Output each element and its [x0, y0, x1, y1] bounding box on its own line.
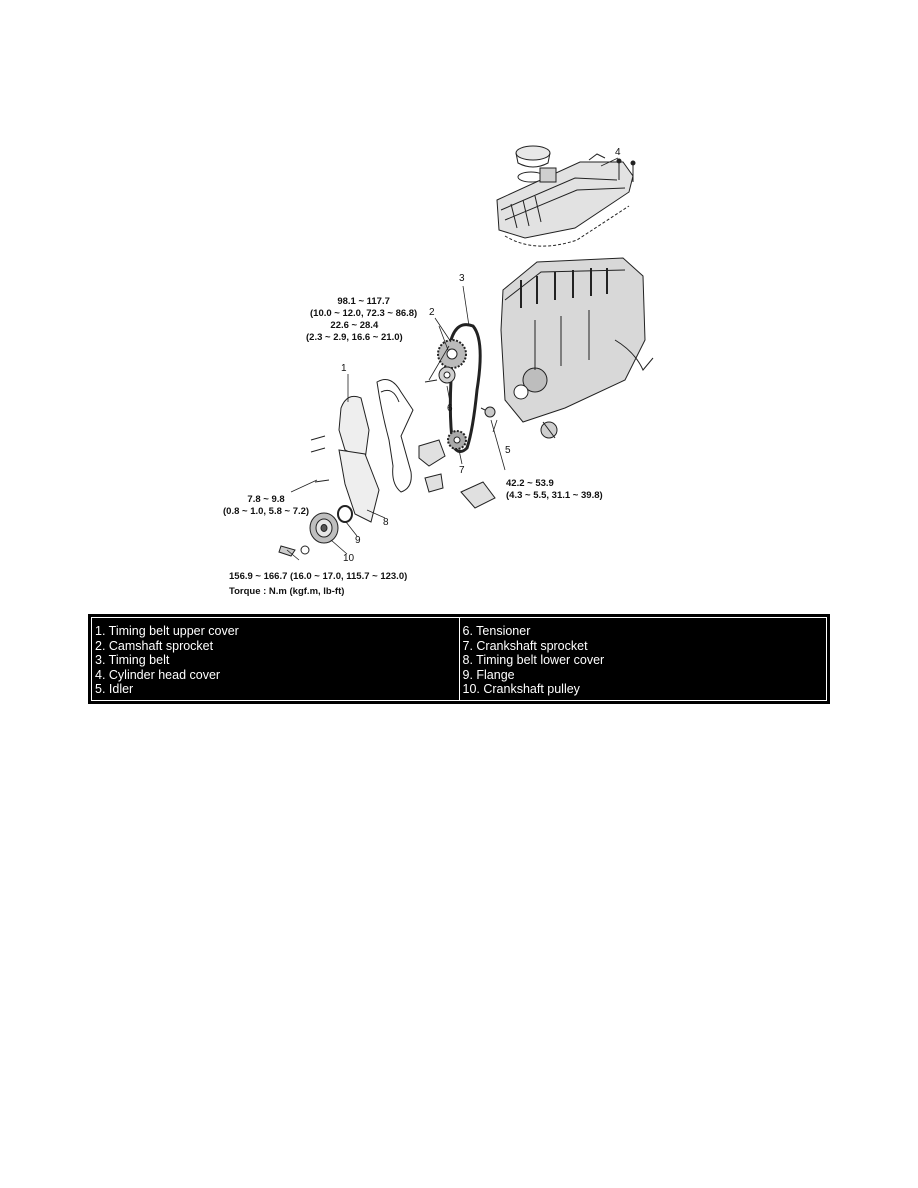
torque-camshaft-nm: 98.1 ~ 117.7 [337, 296, 390, 307]
parts-legend-frame: 1. Timing belt upper cover 2. Camshaft s… [91, 617, 827, 701]
torque-cover-alt: (0.8 ~ 1.0, 5.8 ~ 7.2) [223, 506, 310, 517]
callout-1: 1 [341, 363, 347, 374]
legend-item: 8. Timing belt lower cover [462, 653, 605, 667]
callout-7: 7 [459, 465, 465, 476]
engine-illustration [278, 145, 654, 561]
timing-belt-lower-cover [338, 449, 380, 523]
leader-lines [286, 157, 619, 561]
legend-item: 1. Timing belt upper cover [95, 624, 239, 638]
torque-camshaft-alt: (10.0 ~ 12.0, 72.3 ~ 86.8) [310, 308, 418, 319]
torque-crank-bolt: 156.9 ~ 166.7 (16.0 ~ 17.0, 115.7 ~ 123.… [229, 571, 408, 582]
camshaft-sprocket [437, 339, 467, 369]
legend-item: 10. Crankshaft pulley [462, 682, 580, 696]
cover-bolts [588, 153, 636, 182]
torque-tensioner-nm: 42.2 ~ 53.9 [506, 478, 554, 489]
parts-legend-table: 1. Timing belt upper cover 2. Camshaft s… [88, 614, 830, 704]
legend-left-column: 1. Timing belt upper cover 2. Camshaft s… [92, 618, 459, 700]
engine-block [500, 257, 654, 439]
torque-camshaft-bolt: 98.1 ~ 117.7 (10.0 ~ 12.0, 72.3 ~ 86.8) [310, 296, 417, 320]
flange [337, 505, 353, 523]
legend-item: 5. Idler [95, 682, 134, 696]
torque-idler-alt: (2.3 ~ 2.9, 16.6 ~ 21.0) [306, 332, 403, 343]
legend-item: 7. Crankshaft sprocket [462, 638, 588, 653]
legend-item: 4. Cylinder head cover [95, 667, 221, 682]
legend-item: 9. Flange [462, 667, 515, 682]
legend-item: 2. Camshaft sprocket [95, 638, 214, 653]
small-bolts [310, 435, 330, 483]
torque-tensioner-bolt: 42.2 ~ 53.9 (4.3 ~ 5.5, 31.1 ~ 39.8) [506, 478, 603, 502]
callout-5: 5 [505, 445, 511, 456]
crankshaft-sprocket [447, 430, 467, 450]
legend-right-column: 6. Tensioner 7. Crankshaft sprocket 8. T… [458, 618, 827, 700]
crankshaft-pulley [278, 512, 339, 557]
callout-8: 8 [383, 517, 389, 528]
callout-3: 3 [459, 273, 465, 284]
misc-brackets [418, 439, 496, 509]
legend-item: 3. Timing belt [95, 653, 170, 667]
legend-item: 6. Tensioner [462, 624, 531, 638]
cylinder-head-cover [496, 161, 634, 247]
torque-tensioner-alt: (4.3 ~ 5.5, 31.1 ~ 39.8) [506, 490, 603, 501]
torque-units-note: Torque : N.m (kgf.m, lb-ft) [229, 586, 345, 597]
callout-6: 6 [447, 403, 453, 414]
torque-cover-nm: 7.8 ~ 9.8 [247, 494, 285, 505]
callout-2: 2 [429, 307, 435, 318]
torque-cover-bolt: 7.8 ~ 9.8 (0.8 ~ 1.0, 5.8 ~ 7.2) [223, 494, 309, 518]
torque-idler-nm: 22.6 ~ 28.4 [330, 320, 379, 331]
callout-9: 9 [355, 535, 361, 546]
callout-10: 10 [343, 553, 355, 564]
callout-4: 4 [615, 147, 621, 158]
torque-idler-bolt: 22.6 ~ 28.4 (2.3 ~ 2.9, 16.6 ~ 21.0) [306, 320, 403, 344]
cover-gaskets [376, 379, 414, 493]
idler [424, 366, 456, 384]
tensioner [480, 406, 496, 418]
exploded-engine-diagram: 1 2 3 4 5 6 7 8 9 10 98.1 ~ 117.7 (10.0 … [205, 130, 715, 610]
